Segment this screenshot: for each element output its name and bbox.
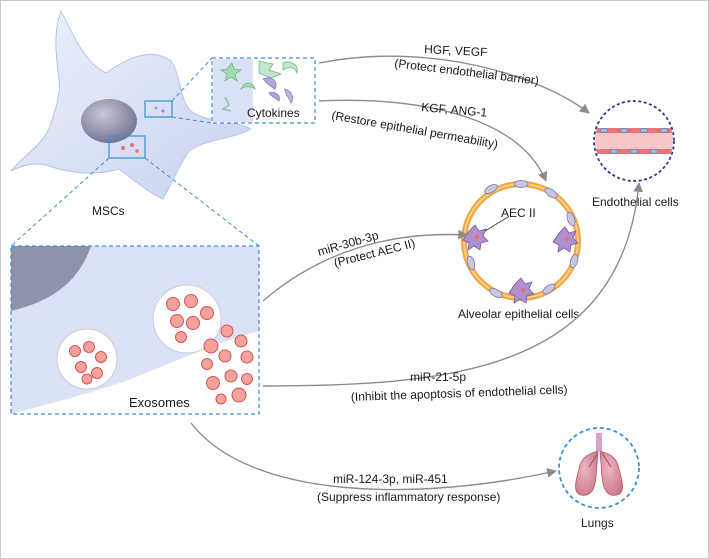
lungs-label: Lungs [581,516,614,530]
pathway-arrows [190,55,644,491]
endothelial-cells-icon [593,100,675,182]
pathway-factors: miR-124-3p, miR-451 [333,472,448,486]
arrow-mir124 [190,422,557,491]
cytokine-icon [262,77,277,90]
cytokine-icon [221,96,232,112]
alveolar-epithelial-cells-label: Alveolar epithelial cells [458,307,579,321]
msc-nucleus [81,99,137,143]
cytokine-icon [219,62,243,82]
aec2-label: AEC II [501,206,536,220]
zoom-guides [10,57,260,247]
pathway-effect: (Suppress inflammatory response) [317,490,500,504]
cytokine-icon [282,61,298,75]
free-exosomes [201,324,254,405]
arrow-hgf-vegf [318,55,590,114]
mscs-label: MSCs [92,204,125,218]
cytokine-icon [284,88,293,104]
arrow-mir30b [262,229,468,302]
pathway-effect: (Protect endothelial barrier) [394,56,540,88]
cytokine-icon [268,92,280,102]
exosomes-panel: Exosomes [10,245,260,415]
pathway-effect: (Inhibit the apoptosis of endothelial ce… [351,382,568,404]
pathway-factors: miR-21-5p [410,370,466,384]
exosome-vesicle [56,328,118,390]
arrow-kgf-ang1 [318,99,548,182]
exosome-zoom-box [108,135,146,159]
exosome-vesicle [152,284,222,354]
cytokines-panel: Cytokines [211,57,316,124]
pathway-factors: KGF, ANG-1 [421,100,488,120]
lungs-icon [558,427,640,509]
msc-cell [10,9,253,200]
cytokine-icon [240,82,256,91]
arrow-mir21 [262,182,644,387]
msc-cell-body [10,9,253,200]
cytokine-icon [258,60,283,79]
cytokines-label: Cytokines [247,106,300,120]
exosomes-label: Exosomes [129,395,190,410]
cytokine-zoom-box [144,100,173,118]
endothelial-cells-label: Endothelial cells [592,195,679,209]
alveolus-icon: AEC II [461,180,581,304]
pathway-factors: HGF, VEGF [424,42,488,59]
